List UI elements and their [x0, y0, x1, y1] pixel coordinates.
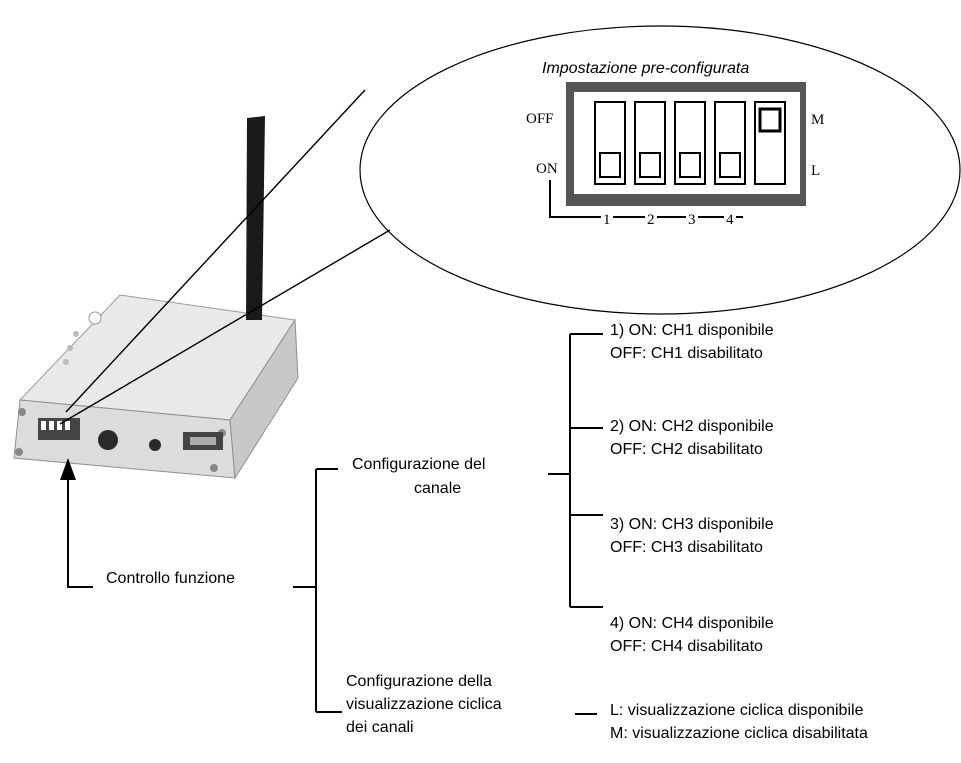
tree-connectors — [67, 333, 603, 715]
ch1-on: 1) ON: CH1 disponibile — [610, 322, 774, 339]
m-label: M — [811, 112, 825, 128]
ch1-off: OFF: CH1 disabilitato — [610, 345, 763, 362]
callout-title: Impostazione pre-configurata — [542, 60, 750, 77]
switch-number-2: 2 — [645, 211, 657, 230]
channel-config-line1: Configurazione del — [352, 456, 486, 473]
cycle-config-line3: dei canali — [346, 719, 414, 736]
ch4-on: 4) ON: CH4 disponibile — [610, 615, 774, 632]
root-label: Controllo funzione — [106, 570, 235, 587]
ch2-on: 2) ON: CH2 disponibile — [610, 418, 774, 435]
receiver-device — [13, 294, 299, 480]
function-arrow — [60, 458, 76, 574]
cycle-option-m: M: visualizzazione ciclica disabilitata — [610, 725, 868, 742]
ch4-off: OFF: CH4 disabilitato — [610, 638, 763, 655]
cycle-config-line1: Configurazione della — [346, 673, 492, 690]
antenna — [246, 116, 265, 320]
dip-switch — [566, 82, 806, 206]
switch-number-bracket — [549, 180, 743, 218]
off-label: OFF — [526, 111, 554, 127]
switch-number-1: 1 — [601, 211, 613, 230]
channel-config-line2: canale — [414, 480, 462, 497]
l-label: L — [811, 163, 821, 179]
ch3-off: OFF: CH3 disabilitato — [610, 539, 763, 556]
switch-number-3: 3 — [686, 211, 698, 230]
cycle-config-line2: visualizzazione ciclica — [346, 696, 502, 713]
ch3-on: 3) ON: CH3 disponibile — [610, 516, 774, 533]
ch2-off: OFF: CH2 disabilitato — [610, 441, 763, 458]
callout-pointer-line — [59, 229, 391, 425]
callout-pointer-line — [65, 89, 366, 413]
switch-number-4: 4 — [724, 211, 736, 230]
on-label: ON — [536, 161, 558, 177]
cycle-option-l: L: visualizzazione ciclica disponibile — [610, 702, 864, 719]
